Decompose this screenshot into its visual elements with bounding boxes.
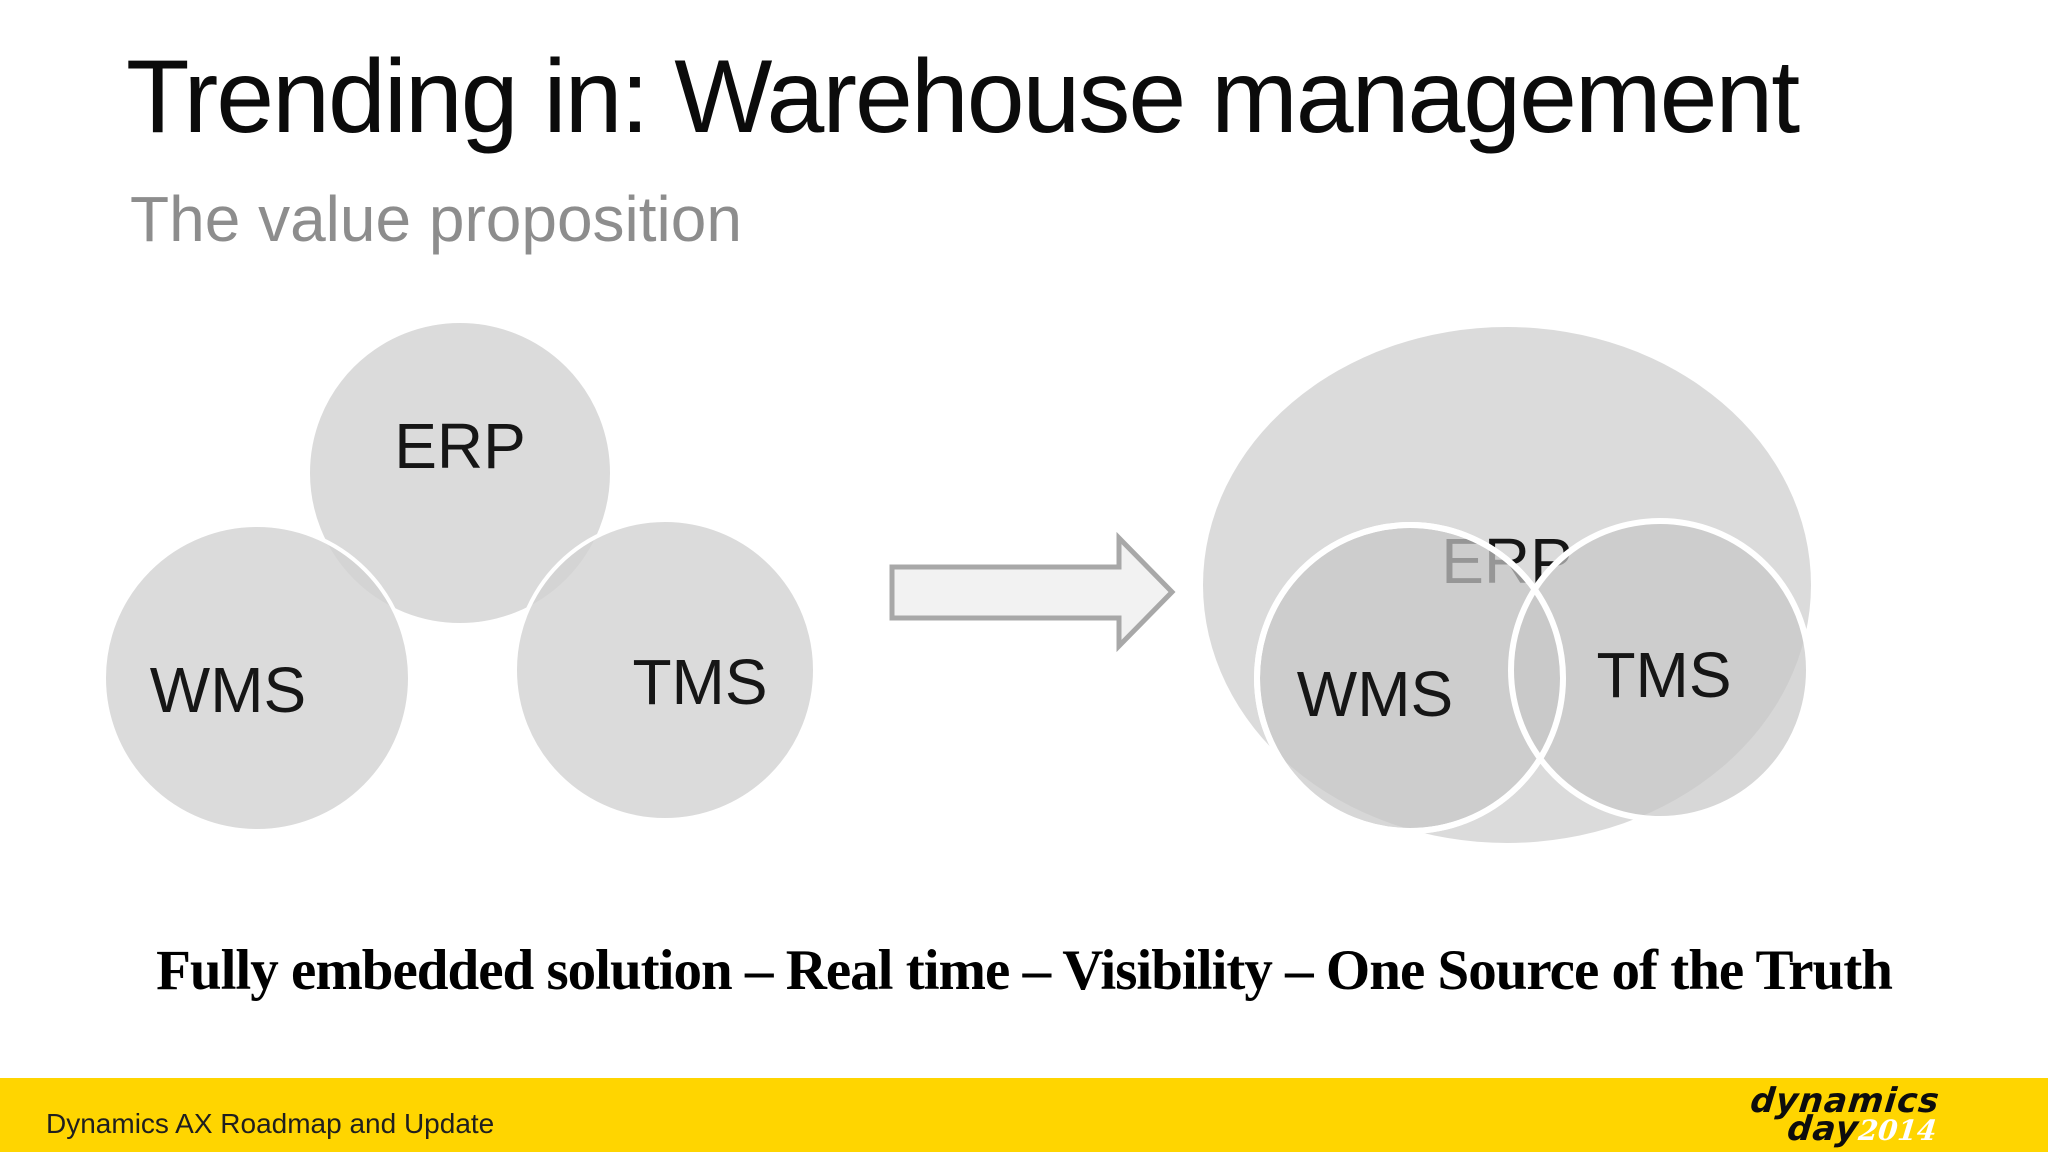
wms-label-left: WMS	[150, 654, 306, 726]
tagline-text: Fully embedded solution – Real time – Vi…	[156, 939, 1893, 1002]
wms-circle-left	[102, 523, 412, 833]
right-arrow-icon	[889, 531, 1176, 653]
erp-circle-left	[306, 319, 614, 627]
diagram-left: ERP WMS TMS	[102, 319, 817, 833]
diagram-right: ERP WMS TMS	[1203, 327, 1812, 843]
tms-circle-right	[1508, 518, 1812, 822]
erp-label-left: ERP	[394, 410, 526, 482]
page-title: Trending in: Warehouse management	[126, 39, 1800, 155]
wms-circle-right-outline	[1254, 522, 1566, 834]
wms-label-right: WMS	[1297, 658, 1453, 730]
tms-circle-left	[513, 518, 817, 822]
page-subtitle: The value proposition	[130, 183, 742, 255]
logo-year: 2014	[1856, 1114, 1939, 1148]
tms-label-right: TMS	[1596, 639, 1731, 711]
footer-presentation-title: Dynamics AX Roadmap and Update	[46, 1108, 495, 1139]
dynamics-day-logo: dynamics day2014	[1746, 1081, 1941, 1149]
tms-label-left: TMS	[632, 646, 767, 718]
footer-bar: Dynamics AX Roadmap and Update dynamics …	[0, 1078, 2048, 1152]
